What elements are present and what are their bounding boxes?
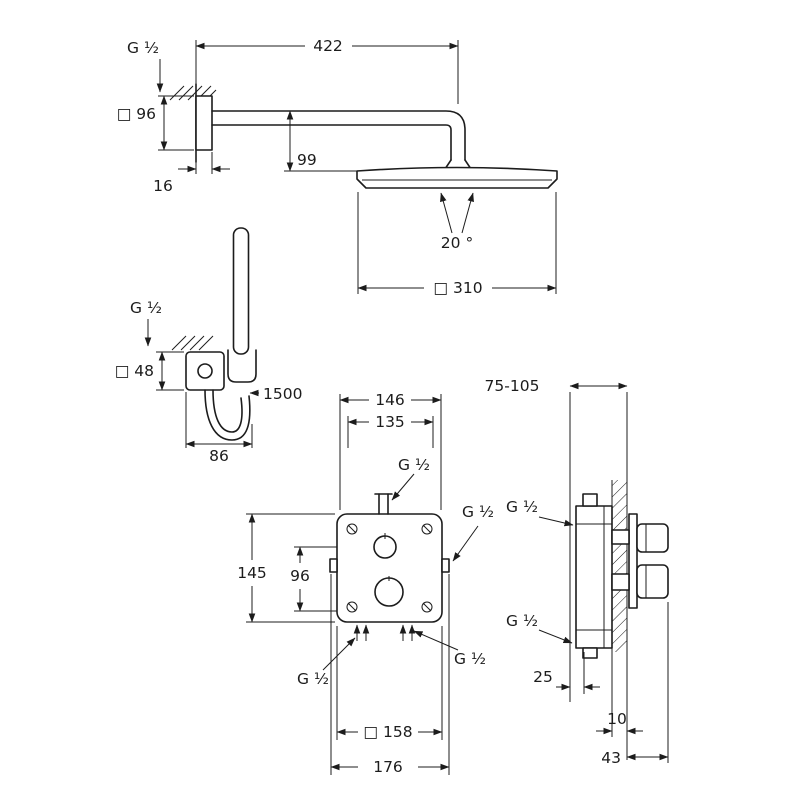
bottom-port-side [582, 647, 598, 659]
dim-install-depth: 75-105 [485, 377, 628, 395]
mixer-side-view: 75-105 G ¹⁄₂ G ¹⁄₂ [485, 377, 669, 767]
dim-head-height: 99 [284, 110, 357, 172]
dim-outlet-offset: 86 [185, 392, 253, 465]
dim-head-width-label: □ 310 [433, 279, 482, 297]
lower-valve-circle [374, 577, 404, 607]
dim-handle-depth-label: 43 [601, 749, 621, 767]
dim-thread-top-label: G ¹⁄₂ [398, 456, 430, 474]
shower-hose-outer [204, 389, 251, 441]
dim-side-thread-top: G ¹⁄₂ [506, 498, 574, 527]
dim-wall-plate: □ 96 [117, 95, 194, 151]
dim-outlet-offset-label: 86 [209, 447, 229, 465]
shower-arm-wall-plate [195, 95, 213, 151]
lower-valve-stem [611, 573, 630, 591]
dim-box-size-label: □ 158 [363, 723, 412, 741]
elbow-outlet [197, 363, 213, 379]
dim-width-outer: 146 [339, 391, 442, 510]
dim-trim-depth: 10 [596, 710, 643, 735]
dim-hand-plate-label: □ 48 [115, 362, 154, 380]
right-side-port [441, 558, 450, 573]
dim-handle-depth: 43 [601, 602, 669, 767]
dim-spray-angle-label: 20 ° [441, 234, 473, 252]
shower-arm-inner [211, 124, 452, 161]
dim-width-outer-label: 146 [375, 391, 405, 409]
dim-hand-plate: □ 48 [115, 351, 184, 391]
dim-thread-bottom-left-label: G ¹⁄₂ [297, 670, 329, 688]
dim-height: 145 [237, 513, 335, 623]
bottom-ports [353, 624, 416, 641]
dim-head-thread: G ¹⁄₂ [127, 39, 164, 93]
shower-holder-cup [227, 349, 257, 383]
dim-thread-top: G ¹⁄₂ [391, 456, 430, 501]
dim-side-thread-bottom: G ¹⁄₂ [506, 612, 573, 644]
dim-hand-thread: G ¹⁄₂ [130, 299, 162, 347]
dim-plate-depth: 16 [153, 152, 230, 195]
dim-head-thread-label: G ¹⁄₂ [127, 39, 159, 57]
dim-spray-angle: 20 ° [440, 192, 474, 252]
dim-depth-offset: 25 [533, 652, 600, 694]
dim-head-height-label: 99 [297, 151, 317, 169]
dim-arm-length: 422 [195, 37, 459, 104]
dim-side-thread-bottom-label: G ¹⁄₂ [506, 612, 538, 630]
dim-hand-thread-label: G ¹⁄₂ [130, 299, 162, 317]
dim-port-spacing-label: 96 [290, 567, 310, 585]
dim-thread-bottom-right-label: G ¹⁄₂ [454, 650, 486, 668]
mixer-front-view: 146 135 G ¹⁄₂ 145 96 [237, 391, 494, 776]
dim-arm-length-label: 422 [313, 37, 343, 55]
dim-hose-length: 1500 [249, 385, 302, 403]
dim-width-inner: 135 [347, 413, 434, 448]
corner-screws [346, 523, 433, 613]
dim-thread-right: G ¹⁄₂ [452, 503, 494, 562]
wall-hatch-icon [171, 335, 214, 351]
dim-height-label: 145 [237, 564, 267, 582]
shower-hose-inner [212, 389, 243, 433]
shower-head [356, 166, 558, 189]
top-port [374, 493, 393, 515]
head-shower-view: 422 G ¹⁄₂ □ 96 16 99 [117, 37, 558, 297]
dim-trim-depth-label: 10 [607, 710, 627, 728]
mixer-box-side [575, 505, 613, 649]
dim-depth-offset-label: 25 [533, 668, 553, 686]
upper-valve-circle [373, 535, 397, 559]
dim-width-inner-label: 135 [375, 413, 405, 431]
shower-arm [211, 110, 466, 161]
hand-shower-stick [232, 227, 250, 355]
dim-width-total: 176 [330, 574, 450, 776]
hand-shower-view: G ¹⁄₂ □ 48 1500 86 [115, 227, 302, 465]
dim-port-spacing: 96 [290, 546, 337, 612]
dim-install-depth-label: 75-105 [485, 377, 540, 395]
dim-thread-bottom-left: G ¹⁄₂ [297, 637, 356, 688]
dim-thread-bottom-right: G ¹⁄₂ [413, 630, 486, 668]
top-port-side [582, 493, 598, 507]
dim-width-total-label: 176 [373, 758, 403, 776]
dim-side-thread-top-label: G ¹⁄₂ [506, 498, 538, 516]
dim-head-width: □ 310 [357, 192, 557, 297]
dim-hose-length-label: 1500 [263, 385, 302, 403]
upper-handle [636, 523, 669, 553]
dim-box-size: □ 158 [336, 626, 443, 741]
dim-thread-right-label: G ¹⁄₂ [462, 503, 494, 521]
lower-handle [636, 564, 669, 599]
escutcheon-side [628, 513, 638, 609]
wall-section-hatch [612, 480, 627, 652]
left-side-port [329, 558, 338, 573]
dim-plate-depth-label: 16 [153, 177, 173, 195]
dim-wall-plate-label: □ 96 [117, 105, 156, 123]
upper-valve-stem [611, 529, 630, 545]
